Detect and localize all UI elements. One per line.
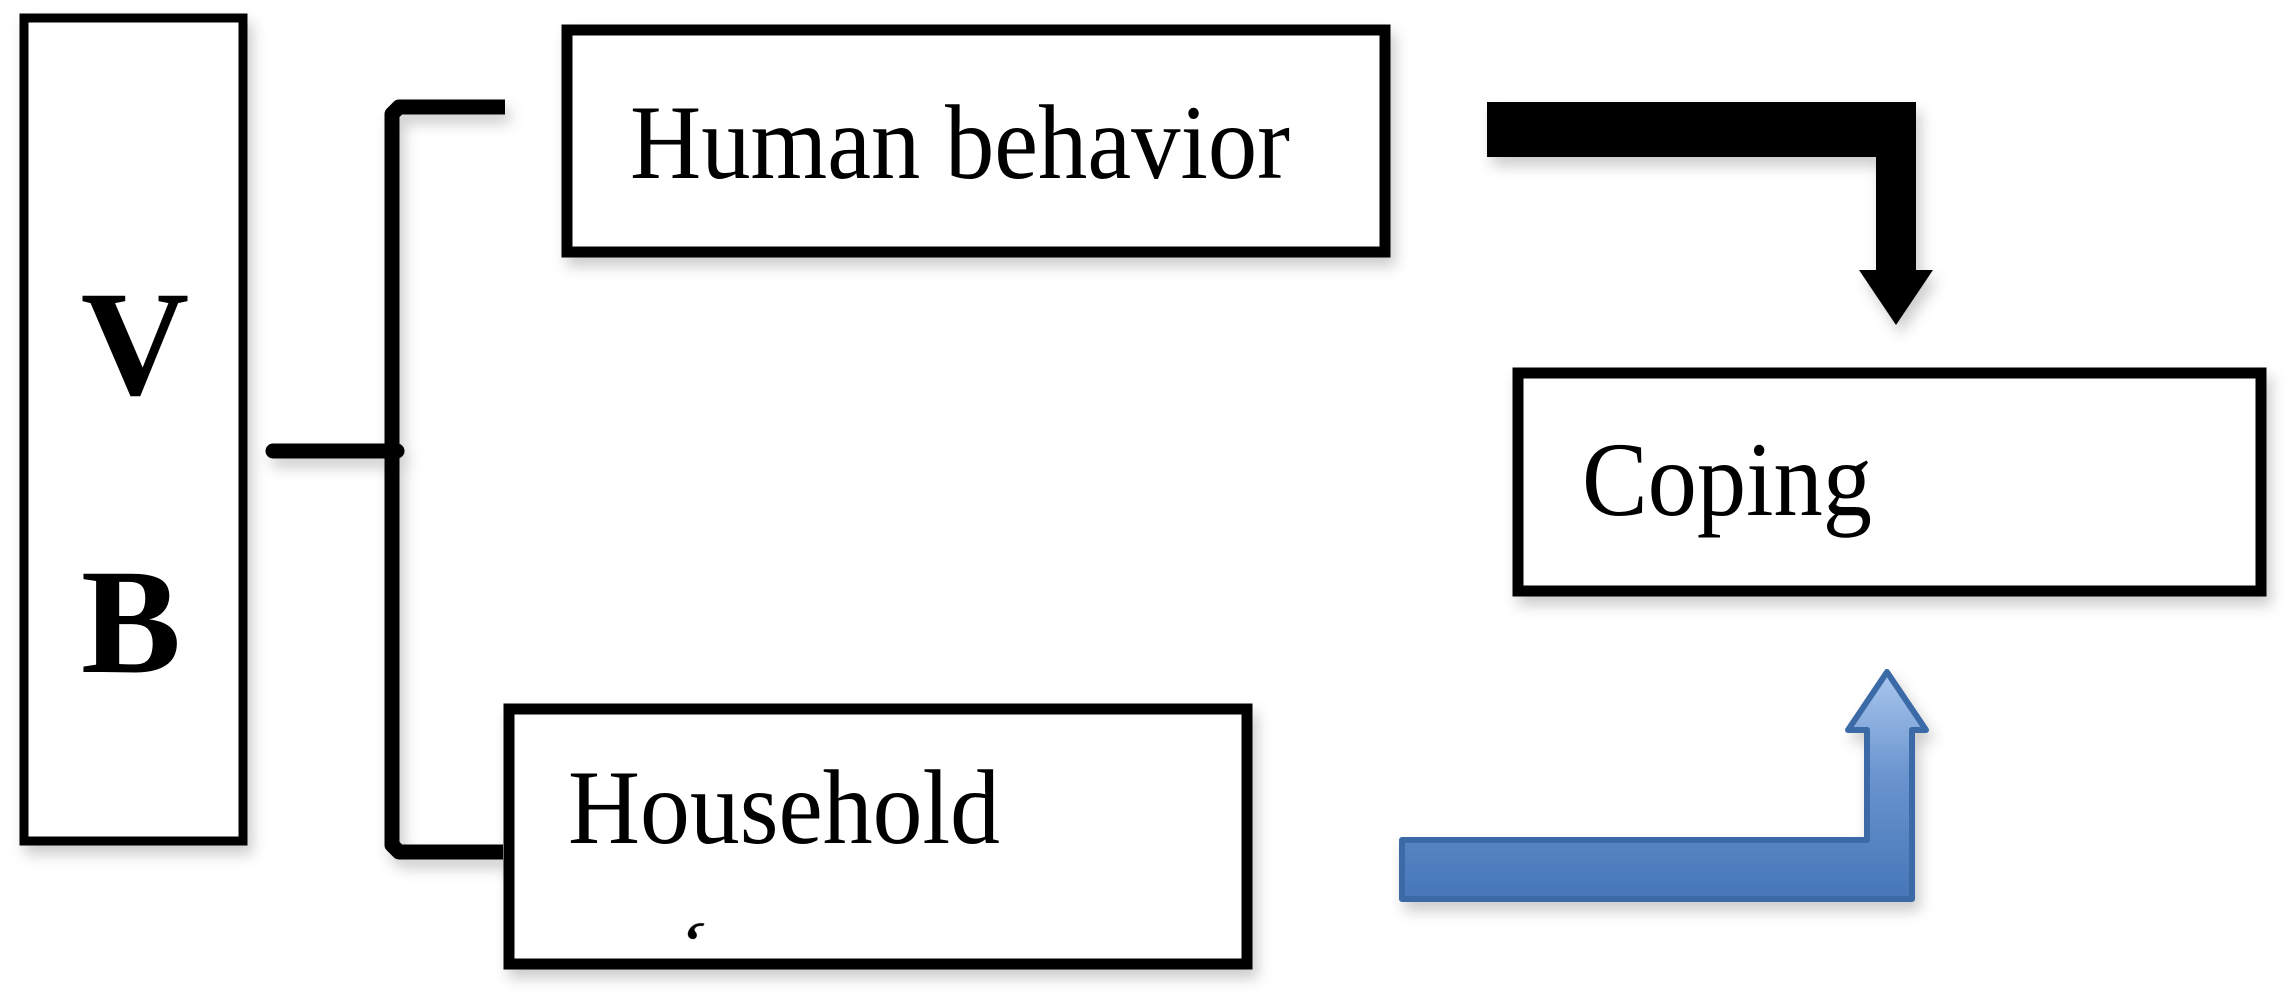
household-label: Household [568,749,1000,866]
vb-box [19,13,248,846]
human-behavior-label: Human behavior [630,84,1290,201]
vb-letter-v: V [81,261,189,427]
blue-elbow-arrow-icon [1399,669,1929,902]
human-behavior-box [561,24,1391,258]
vb-letter-b: B [81,539,181,705]
coping-label: Coping [1582,421,1872,538]
black-elbow-arrow-icon [1487,102,1933,325]
coping-box [1512,367,2267,597]
household-box [503,703,1253,970]
bracket-connector [384,99,505,860]
